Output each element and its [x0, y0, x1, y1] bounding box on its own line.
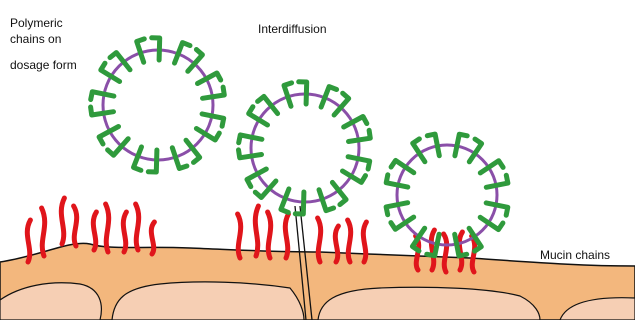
tissue-cell: [112, 282, 304, 320]
mucin-chain: [123, 212, 126, 252]
mucin-chain: [106, 204, 109, 252]
mucin-chain: [318, 218, 321, 262]
polymeric-label-line3: dosage form: [10, 58, 77, 72]
interdiffusion-label: Interdiffusion: [258, 22, 327, 36]
polymer-particle: [91, 38, 225, 172]
polymer-chain: [486, 203, 508, 215]
polymer-particle: [239, 82, 371, 214]
polymer-chain: [386, 175, 408, 187]
polymeric-label-line2: chains on: [10, 32, 61, 46]
polymer-chain: [172, 148, 187, 169]
polymer-chain: [348, 157, 370, 169]
mucin-chain: [93, 212, 96, 250]
polymer-chain: [455, 134, 467, 156]
mucin-chains-label: Mucin chains: [540, 248, 610, 262]
polymer-sphere: [397, 145, 497, 245]
polymer-chain: [486, 175, 508, 187]
mucin-chain: [363, 222, 366, 262]
mucin-chain: [27, 220, 30, 262]
polymer-chain: [202, 114, 224, 126]
mucin-chain: [335, 226, 338, 262]
mucin-chain: [348, 220, 351, 262]
mucin-chain: [151, 222, 154, 254]
mucin-chain: [255, 206, 258, 256]
polymer-sphere: [103, 50, 213, 160]
mucin-chain: [444, 234, 447, 272]
polymer-chain: [427, 134, 439, 156]
mucin-chain: [136, 204, 139, 250]
polymeric-label-line1: Polymeric: [10, 16, 63, 30]
mucin-chain: [74, 206, 77, 246]
mucin-chain: [472, 236, 475, 272]
mucin-chain: [42, 208, 45, 256]
mucin-chain: [285, 214, 288, 258]
polymer-chain: [349, 130, 371, 141]
mucin-chain: [61, 198, 64, 244]
mucin-chain: [268, 212, 271, 258]
polymer-chain: [319, 190, 334, 211]
polymer-chain: [203, 87, 225, 98]
polymer-sphere: [251, 94, 359, 202]
polymer-chain: [386, 203, 408, 215]
mucin-chain: [238, 214, 241, 258]
